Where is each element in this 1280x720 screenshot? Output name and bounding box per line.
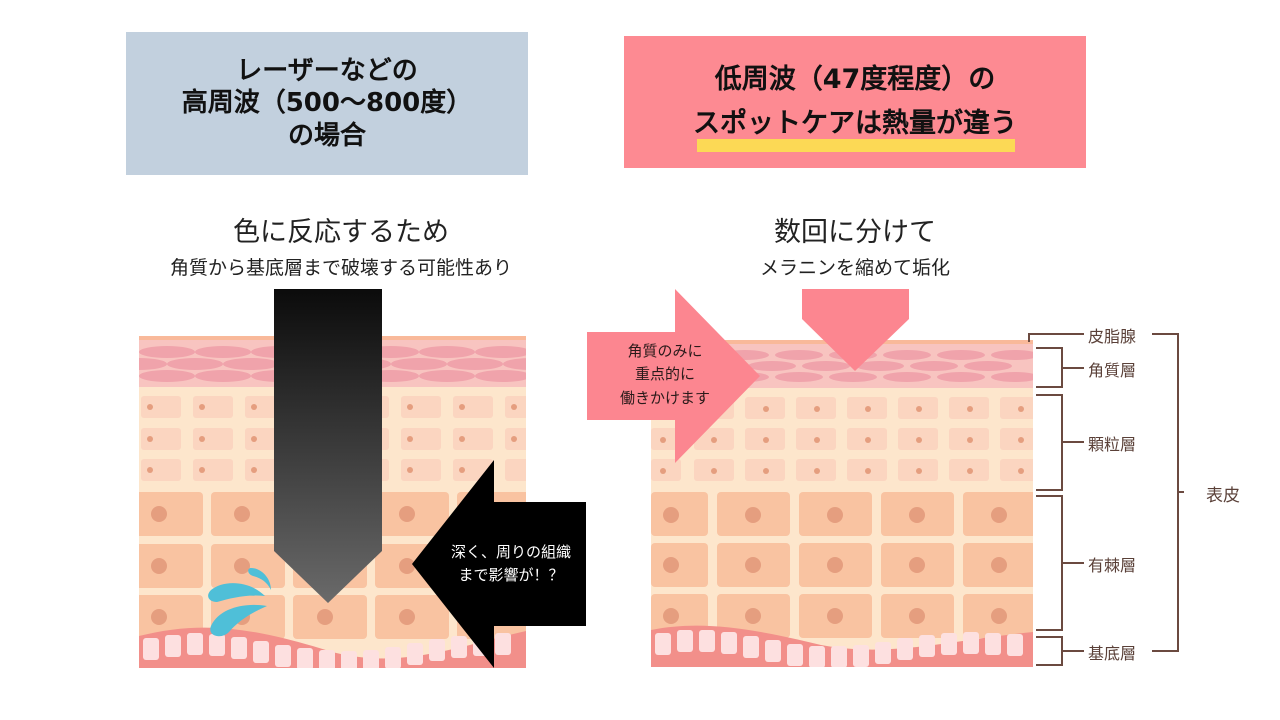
low-frequency-caption-sub: メラニンを縮めて垢化 xyxy=(759,257,950,279)
label-granular-layer: 顆粒層 xyxy=(1088,435,1137,454)
label-spinous-layer: 有棘層 xyxy=(1088,556,1137,575)
side-impact-arrow xyxy=(412,460,586,668)
highlight-bar xyxy=(697,139,1015,152)
corneum-focus-text: 角質のみに 重点的に 働きかけます xyxy=(590,340,740,410)
side-impact-text: 深く、周りの組織 まで影響が！？ xyxy=(436,541,586,588)
low-frequency-title-line-2: スポットケアは熱量が違う xyxy=(693,108,1017,139)
low-frequency-caption-main: 数回に分けて xyxy=(774,217,936,248)
low-frequency-title-text: 低周波（47度程度）の スポットケアは熱量が違う xyxy=(624,58,1086,146)
laser-title-box: レーザーなどの 高周波（500〜800度） の場合 xyxy=(126,32,528,175)
label-basal-layer: 基底層 xyxy=(1088,644,1137,663)
label-epidermis: 表皮 xyxy=(1206,486,1240,506)
laser-title-line-3: の場合 xyxy=(287,120,366,151)
low-frequency-caption: 数回に分けて メラニンを縮めて垢化 xyxy=(700,210,1010,280)
laser-caption-sub: 角質から基底層まで破壊する可能性あり xyxy=(169,257,512,279)
laser-caption: 色に反応するため 角質から基底層まで破壊する可能性あり xyxy=(126,210,556,280)
laser-caption-main: 色に反応するため xyxy=(233,217,449,248)
corneum-focus-text-line-3: 働きかけます xyxy=(619,388,710,407)
side-impact-text-line-1: 深く、周りの組織 xyxy=(450,543,571,561)
laser-title-line-2: 高周波（500〜800度） xyxy=(181,88,473,119)
laser-title-line-1: レーザーなどの xyxy=(236,55,418,86)
layer-brackets xyxy=(1028,333,1184,666)
label-stratum-corneum: 角質層 xyxy=(1088,361,1137,380)
low-frequency-down-arrow xyxy=(802,289,909,371)
label-sebaceous-gland: 皮脂腺 xyxy=(1088,327,1137,346)
corneum-focus-arrow xyxy=(587,289,760,463)
low-frequency-title-line-1: 低周波（47度程度）の xyxy=(714,64,996,95)
corneum-focus-text-line-1: 角質のみに xyxy=(627,342,703,360)
side-impact-text-line-2: まで影響が！？ xyxy=(458,566,564,585)
laser-penetration-arrow xyxy=(274,289,382,603)
corneum-focus-text-line-2: 重点的に xyxy=(634,365,695,384)
